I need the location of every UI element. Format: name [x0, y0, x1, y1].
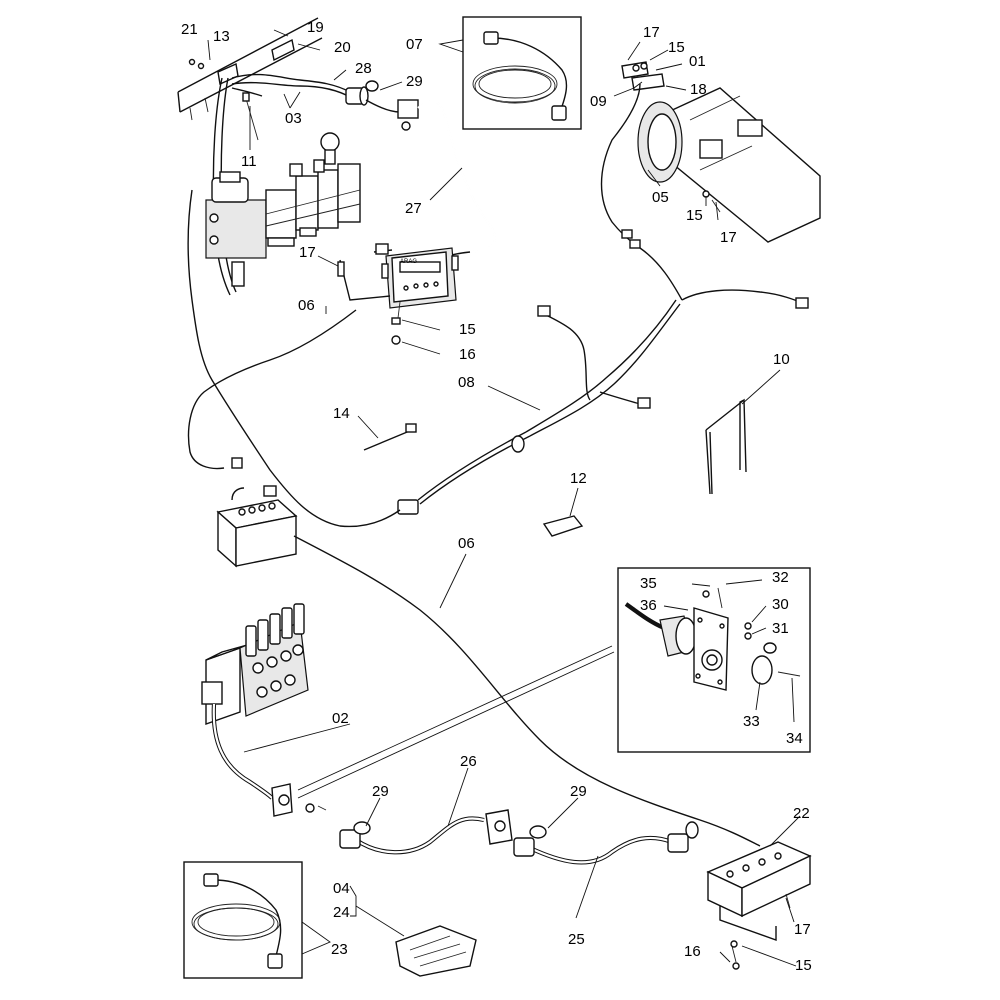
- callout-06-upper: 06: [298, 297, 315, 314]
- callout-20: 20: [334, 39, 351, 56]
- callout-12: 12: [570, 470, 587, 487]
- cable-06-lower: [293, 535, 761, 847]
- callout-16-monitor: 16: [459, 346, 476, 363]
- callout-36: 36: [640, 597, 657, 614]
- callout-14: 14: [333, 405, 350, 422]
- callout-15-monitor: 15: [459, 321, 476, 338]
- clip-12: [542, 515, 584, 537]
- inset-07-hose-coil: [438, 16, 582, 130]
- cable-tie-14: [363, 423, 417, 451]
- callout-15-axle: 15: [686, 207, 703, 224]
- callout-17-top-right: 17: [643, 24, 660, 41]
- control-monitor: [337, 243, 459, 345]
- inset-23-hose-coil: [183, 861, 331, 979]
- callout-35: 35: [640, 575, 657, 592]
- hose-02: [211, 645, 615, 817]
- callout-17-axle: 17: [720, 229, 737, 246]
- callout-01: 01: [689, 53, 706, 70]
- callout-33: 33: [743, 713, 760, 730]
- callout-30: 30: [772, 596, 789, 613]
- callout-32: 32: [772, 569, 789, 586]
- callout-13: 13: [213, 28, 230, 45]
- connector-29-top: [345, 80, 497, 257]
- callout-29-top: 29: [406, 73, 423, 90]
- callout-22: 22: [793, 805, 810, 822]
- callout-29-right: 29: [570, 783, 587, 800]
- callout-31: 31: [772, 620, 789, 637]
- callout-24: 24: [333, 904, 350, 921]
- callout-21: 21: [181, 21, 198, 38]
- valve-bank-lower: [201, 603, 309, 725]
- callout-11: 11: [241, 153, 257, 170]
- callout-19: 19: [307, 19, 324, 36]
- callout-02: 02: [332, 710, 349, 727]
- callout-10: 10: [773, 351, 790, 368]
- tractor-frame: [177, 17, 323, 141]
- callout-17-monitor: 17: [299, 244, 316, 261]
- callout-15-top-right: 15: [668, 39, 685, 56]
- callout-29-left: 29: [372, 783, 389, 800]
- callout-08: 08: [458, 374, 475, 391]
- callout-27: 27: [405, 200, 422, 217]
- parts-bag-04-24: [395, 925, 477, 977]
- callout-04: 04: [333, 880, 350, 897]
- callout-05: 05: [652, 189, 669, 206]
- callout-17-box: 17: [794, 921, 811, 938]
- battery: [216, 485, 298, 568]
- callout-23: 23: [331, 941, 348, 958]
- callout-16-box: 16: [684, 943, 701, 960]
- callout-09: 09: [590, 93, 607, 110]
- callout-26: 26: [460, 753, 477, 770]
- callout-25: 25: [568, 931, 585, 948]
- monitor-brand-label: ARAG: [400, 259, 418, 265]
- callout-03: 03: [285, 110, 302, 127]
- callout-28: 28: [355, 60, 372, 77]
- inset-connector-detail: [617, 567, 811, 753]
- junction-box-22: [706, 841, 812, 970]
- callout-18: 18: [690, 81, 707, 98]
- callout-15-box: 15: [795, 957, 812, 974]
- callout-06-lower: 06: [458, 535, 475, 552]
- hose-26-25: [339, 809, 699, 865]
- axle-assembly: [600, 61, 821, 301]
- wiring-harness: [187, 189, 809, 528]
- callout-07: 07: [406, 36, 423, 53]
- bracket-10: [705, 398, 747, 495]
- leader-lines: [207, 29, 801, 967]
- callout-34: 34: [786, 730, 803, 747]
- hydraulic-valve-block: [205, 132, 361, 287]
